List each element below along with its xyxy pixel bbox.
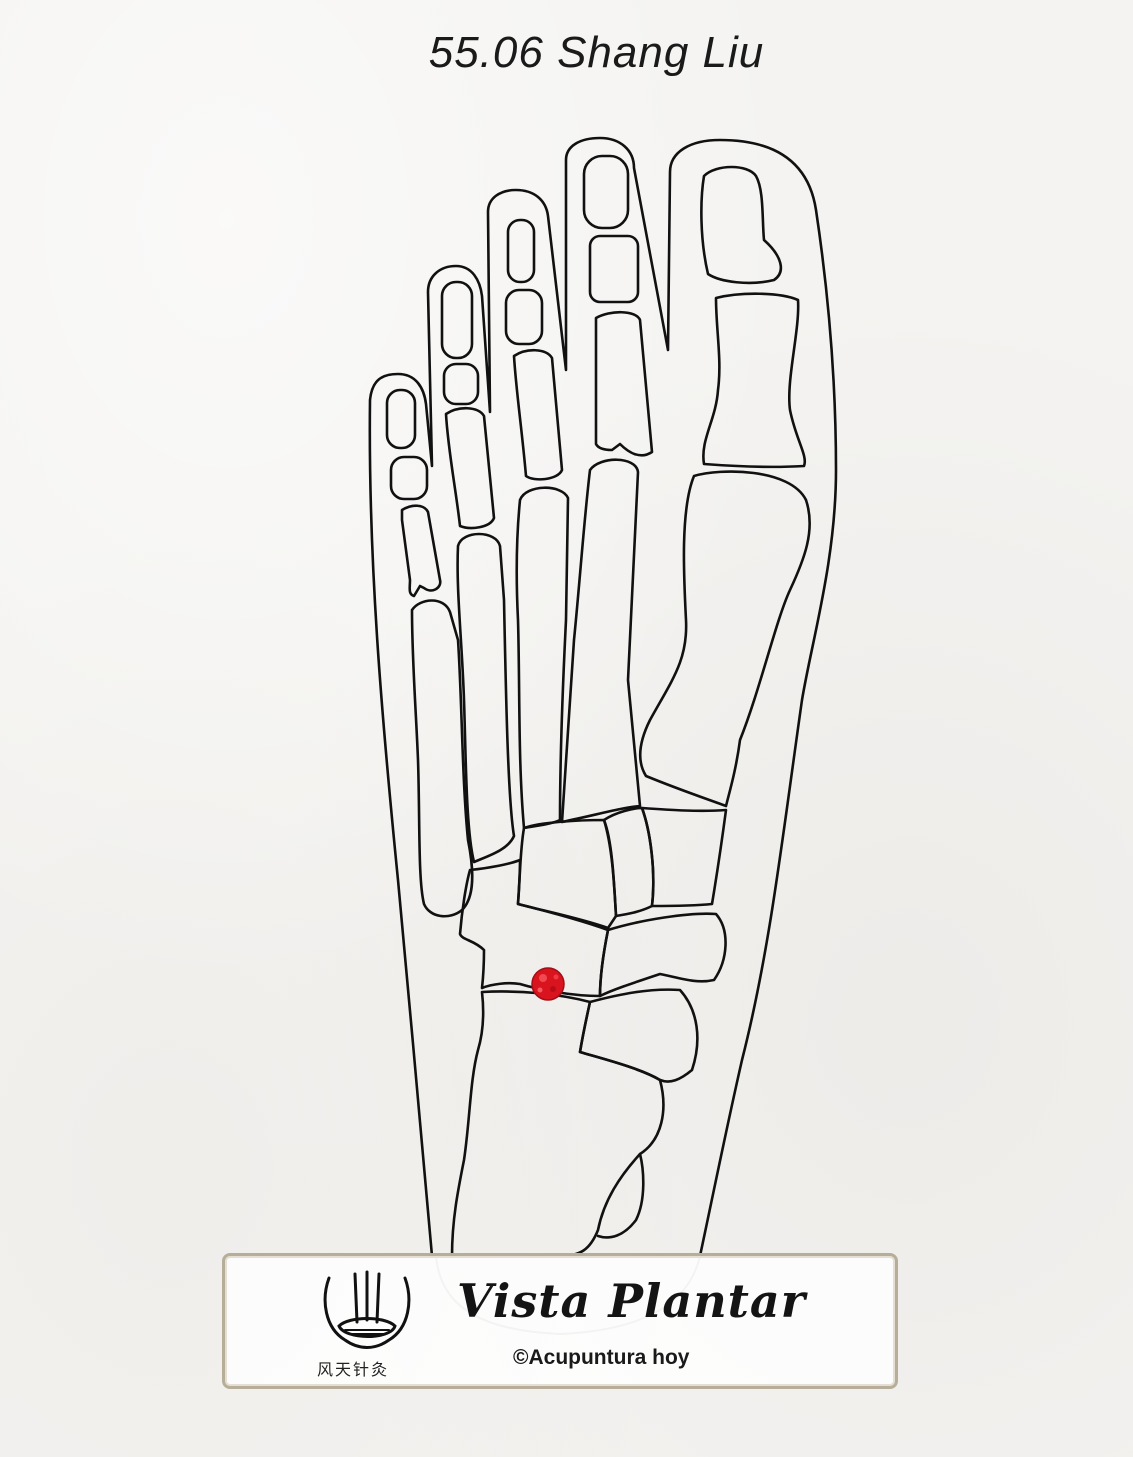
label-panel: 风天针灸 Vista Plantar ©Acupuntura hoy (222, 1253, 898, 1389)
toe4-proximal-phalanx (444, 406, 496, 530)
cuboid (458, 858, 610, 998)
toe3-proximal-phalanx (512, 348, 564, 481)
toe4-middle-phalanx (442, 362, 480, 406)
lateral-cuneiform (516, 818, 618, 930)
talus (578, 988, 699, 1083)
medial-cuneiform (640, 806, 728, 908)
sustentaculum (596, 1152, 645, 1239)
acupoint-marker (531, 967, 565, 1001)
metatarsal-4 (456, 532, 516, 864)
toe4-distal-phalanx (440, 280, 474, 360)
toe2-proximal-phalanx (594, 310, 654, 457)
toe5-proximal-phalanx (400, 504, 442, 598)
acupuncture-logo-icon (323, 1270, 411, 1349)
metatarsal-3 (515, 486, 570, 830)
metatarsal-1 (638, 470, 811, 808)
view-title: Vista Plantar (457, 1274, 806, 1328)
calcaneus (450, 990, 665, 1258)
logo-caption: 风天针灸 (317, 1360, 390, 1379)
copyright-text: ©Acupuntura hoy (513, 1346, 690, 1369)
toe2-middle-phalanx (588, 234, 640, 304)
toe3-middle-phalanx (504, 288, 544, 346)
toe3-distal-phalanx (506, 218, 536, 284)
foot-outline (368, 136, 838, 1258)
metatarsal-5 (410, 599, 474, 918)
hallux-distal-phalanx (700, 165, 783, 285)
toe5-middle-phalanx (389, 455, 429, 501)
page-title: 55.06 Shang Liu (428, 28, 765, 77)
metatarsal-2 (560, 458, 642, 824)
toe2-distal-phalanx (582, 154, 630, 230)
toe5-distal-phalanx (385, 388, 417, 450)
navicular (598, 912, 727, 998)
hallux-proximal-phalanx (702, 292, 807, 469)
